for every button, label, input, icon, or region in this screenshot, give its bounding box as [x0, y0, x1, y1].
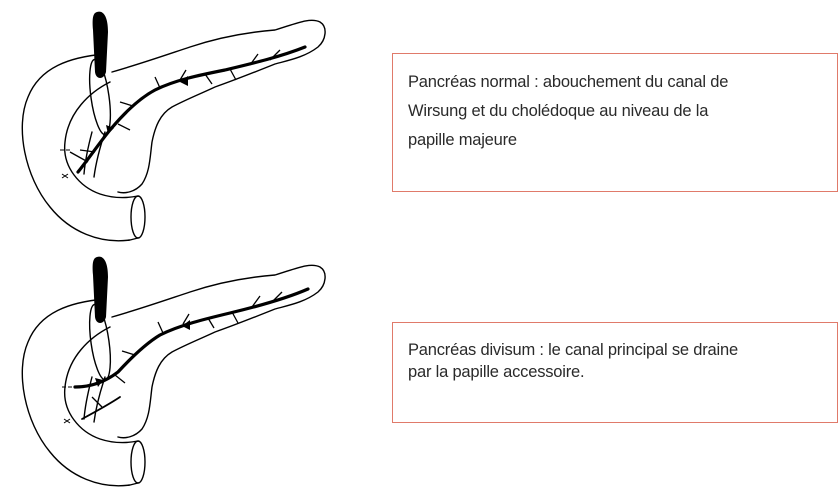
gallbladder — [93, 257, 108, 323]
duodenum-end — [131, 196, 145, 238]
duodenum-outline — [22, 299, 138, 486]
duodenum-end — [131, 441, 145, 483]
normal-pancreas-drawing — [0, 2, 345, 250]
caption-box-normal: Pancréas normal : abouchement du canal d… — [392, 53, 838, 192]
duodenum-inner — [65, 327, 138, 443]
caption-box-divisum: Pancréas divisum : le canal principal se… — [392, 322, 838, 423]
caption-normal: Pancréas normal : abouchement du canal d… — [408, 68, 837, 155]
normal-pancreas-illustration — [0, 2, 345, 250]
divisum-pancreas-drawing — [0, 247, 345, 495]
divisum-pancreas-illustration — [0, 247, 345, 495]
ventral-duct — [82, 397, 120, 419]
caption-divisum: Pancréas divisum : le canal principal se… — [408, 339, 837, 383]
pancreas-outline — [112, 265, 325, 437]
pancreas-outline — [112, 20, 325, 192]
duodenum-outline — [22, 54, 138, 241]
gallbladder — [93, 12, 108, 78]
